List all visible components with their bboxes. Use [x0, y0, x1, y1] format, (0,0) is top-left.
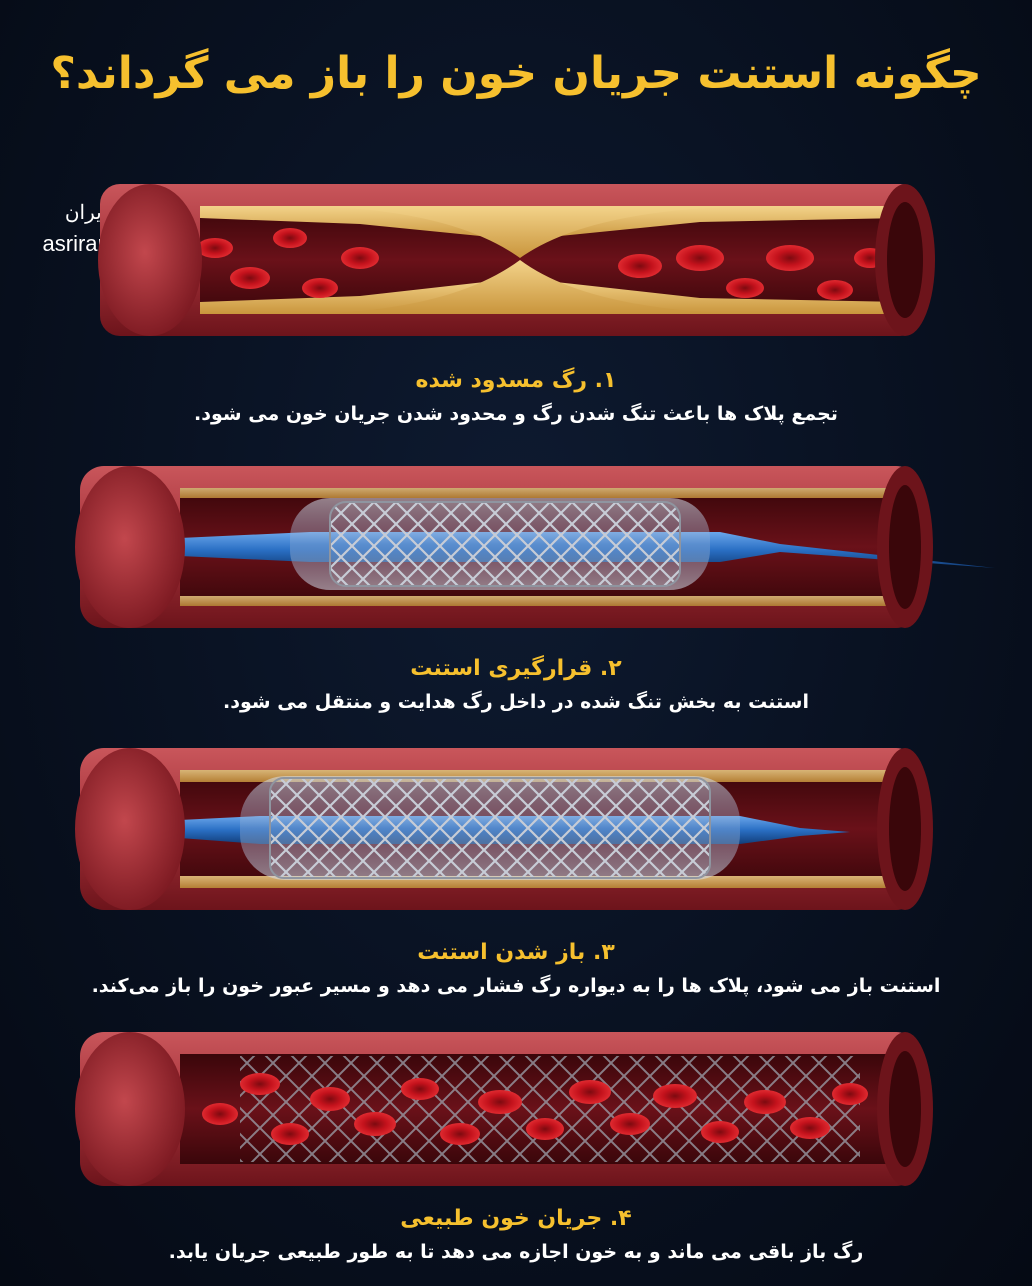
step-1-caption: ۱. رگ مسدود شده تجمع پلاک ها باعث تنگ شد…: [0, 368, 1032, 425]
step-4-caption: ۴. جریان خون طبیعی رگ باز باقی می ماند و…: [0, 1206, 1032, 1263]
vessel-normal-flow-illustration: [75, 1032, 933, 1186]
page-title: چگونه استنت جریان خون را باز می گرداند؟: [50, 48, 982, 99]
vessel-blocked-illustration: [98, 184, 935, 336]
step-4-heading: ۴. جریان خون طبیعی: [400, 1206, 632, 1231]
step-2-description: استنت به بخش تنگ شده در داخل رگ هدایت و …: [223, 691, 809, 713]
step-2-heading: ۲. قرارگیری استنت: [410, 656, 622, 681]
vessel-stent-expansion-illustration: [75, 748, 933, 910]
step-1-description: تجمع پلاک ها باعث تنگ شدن رگ و محدود شدن…: [194, 403, 838, 425]
step-3-heading: ۳. باز شدن استنت: [417, 940, 615, 965]
step-4-description: رگ باز باقی می ماند و به خون اجازه می ده…: [168, 1241, 864, 1263]
vessel-stent-placement-illustration: [75, 466, 995, 628]
step-3-description: استنت باز می شود، پلاک ها را به دیواره ر…: [91, 975, 941, 997]
step-3-caption: ۳. باز شدن استنت استنت باز می شود، پلاک …: [0, 940, 1032, 997]
step-1-heading: ۱. رگ مسدود شده: [415, 368, 617, 393]
step-2-caption: ۲. قرارگیری استنت استنت به بخش تنگ شده د…: [0, 656, 1032, 713]
